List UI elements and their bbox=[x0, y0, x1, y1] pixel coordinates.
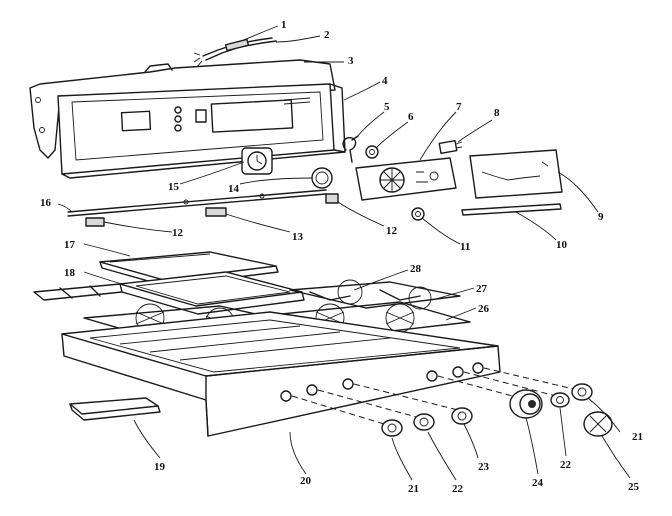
callout-17: 17 bbox=[64, 239, 76, 251]
part-trim-strip bbox=[461, 203, 562, 216]
callout-24: 24 bbox=[532, 477, 544, 489]
callout-10: 10 bbox=[556, 239, 568, 251]
part-griddle bbox=[119, 271, 305, 315]
callout-6: 6 bbox=[408, 111, 414, 123]
part-indicator-plate bbox=[355, 157, 457, 201]
part-clip bbox=[342, 135, 359, 163]
part-cooktop-body bbox=[61, 311, 579, 437]
callout-15: 15 bbox=[168, 181, 180, 193]
part-bracket-center bbox=[205, 207, 227, 217]
callout-3: 3 bbox=[348, 55, 354, 67]
callout-9: 9 bbox=[598, 211, 604, 223]
part-knob-24 bbox=[509, 389, 543, 419]
callout-25: 25 bbox=[628, 481, 640, 493]
callout-21-right: 21 bbox=[632, 431, 643, 443]
callout-20: 20 bbox=[300, 475, 312, 487]
part-bracket-left bbox=[85, 217, 105, 227]
callout-labels: 1 2 3 4 5 6 7 8 9 10 11 12 13 12 14 15 1… bbox=[40, 19, 643, 495]
callout-2: 2 bbox=[324, 29, 330, 41]
part-control-panel bbox=[57, 83, 346, 179]
part-switch bbox=[438, 139, 463, 155]
part-timer-knob bbox=[311, 167, 333, 189]
callout-7: 7 bbox=[456, 101, 462, 113]
callout-12-left: 12 bbox=[172, 227, 184, 239]
callout-1: 1 bbox=[281, 19, 287, 31]
callout-8: 8 bbox=[494, 107, 500, 119]
part-instruction-card bbox=[469, 149, 563, 199]
callout-26: 26 bbox=[478, 303, 490, 315]
part-drip-tray bbox=[69, 397, 161, 421]
callout-21-left: 21 bbox=[408, 483, 419, 495]
part-knob-21-left bbox=[381, 419, 403, 437]
callout-22-left: 22 bbox=[452, 483, 464, 495]
callout-12-right: 12 bbox=[386, 225, 398, 237]
callout-18: 18 bbox=[64, 267, 76, 279]
part-nut bbox=[365, 145, 379, 159]
callout-14: 14 bbox=[228, 183, 240, 195]
part-knob-22-right bbox=[550, 392, 570, 408]
callout-22-right: 22 bbox=[560, 459, 572, 471]
part-knob-21-right bbox=[571, 383, 593, 401]
part-back-panel bbox=[29, 59, 336, 159]
callout-16: 16 bbox=[40, 197, 52, 209]
callout-28: 28 bbox=[410, 263, 422, 275]
part-knob-22-left bbox=[413, 413, 435, 431]
part-wire-harness bbox=[193, 37, 277, 68]
callout-5: 5 bbox=[384, 101, 390, 113]
part-small-knob bbox=[411, 207, 425, 221]
callout-4: 4 bbox=[382, 75, 388, 87]
part-knob-23 bbox=[451, 407, 473, 425]
callout-19: 19 bbox=[154, 461, 166, 473]
part-grates-rear bbox=[33, 279, 461, 310]
callout-11: 11 bbox=[460, 241, 470, 253]
callout-23: 23 bbox=[478, 461, 490, 473]
part-bracket-right bbox=[325, 193, 339, 204]
part-knob-25 bbox=[583, 411, 613, 437]
leader-lines bbox=[57, 25, 631, 481]
part-clock bbox=[241, 147, 273, 175]
callout-13: 13 bbox=[292, 231, 304, 243]
part-rod bbox=[67, 189, 327, 217]
callout-27: 27 bbox=[476, 283, 488, 295]
